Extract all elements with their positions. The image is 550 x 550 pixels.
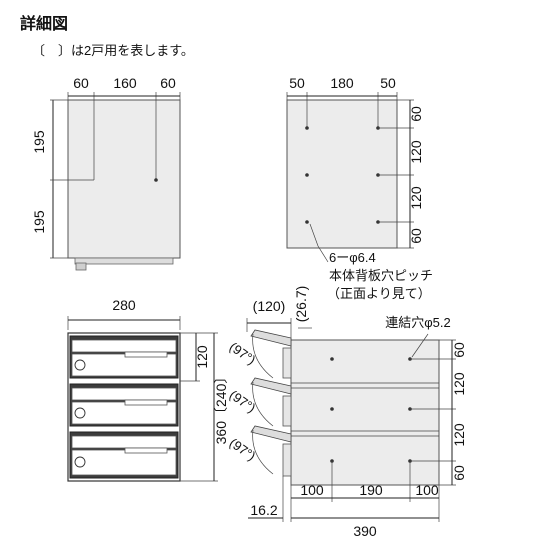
back-panel-body <box>286 99 398 249</box>
side-height-1: 60 <box>451 342 467 358</box>
front-height-bottom: 195 <box>31 210 47 234</box>
front-width-left: 60 <box>73 75 89 91</box>
front-view-base <box>74 257 174 265</box>
side-top-depth: (120) <box>253 298 286 314</box>
side-panel <box>290 339 440 486</box>
unit-width: 280 <box>112 297 136 313</box>
side-height-2: 120 <box>451 372 467 396</box>
side-bottom-offset: 16.2 <box>250 502 277 518</box>
side-bottom-1: 100 <box>300 482 324 498</box>
unit-side-view: (120) (26.7) (97°) (97°) (97°) 連結穴φ5.2 <box>227 286 467 539</box>
unit-compartment-height: 120 <box>194 345 210 369</box>
front-height-top: 195 <box>31 130 47 154</box>
hole-pitch-label: 本体背板穴ピッチ <box>329 268 433 283</box>
link-hole-label: 連結穴φ5.2 <box>385 315 451 330</box>
front-view: 60 160 60 195 195 <box>31 75 181 271</box>
back-panel-view: 50 180 50 60 120 120 60 6ーφ6.4 本体背板穴ピッチ … <box>286 75 433 301</box>
front-width-right: 60 <box>160 75 176 91</box>
side-height-3: 120 <box>451 423 467 447</box>
front-width-center: 160 <box>113 75 137 91</box>
mailbox-3 <box>69 431 179 479</box>
bracket-note: 〔 〕は2戸用を表します。 <box>32 43 194 58</box>
side-bottom-2: 190 <box>359 482 383 498</box>
side-bottom-total: 390 <box>353 523 377 539</box>
unit-total-height: 360〔240〕 <box>213 370 229 445</box>
page-title: 詳細図 <box>20 16 69 33</box>
front-view-foot <box>75 262 87 271</box>
back-height-3: 120 <box>408 186 424 210</box>
mailbox-1 <box>69 335 179 379</box>
back-hole <box>305 126 309 130</box>
back-width-center: 180 <box>330 75 354 91</box>
door-angle-2: (97°) <box>227 387 259 416</box>
front-hole-marker <box>154 178 158 182</box>
back-width-right: 50 <box>380 75 396 91</box>
back-height-2: 120 <box>408 140 424 164</box>
door-angle-3: (97°) <box>227 435 259 464</box>
back-hole <box>305 173 309 177</box>
back-width-left: 50 <box>289 75 305 91</box>
side-bottom-3: 100 <box>415 482 439 498</box>
front-view-body <box>67 99 181 259</box>
unit-front-view: 280 120 360〔240 <box>67 297 229 482</box>
back-hole <box>305 220 309 224</box>
back-height-1: 60 <box>408 106 424 122</box>
back-height-4: 60 <box>408 228 424 244</box>
hole-pitch-note: （正面より見て） <box>327 286 431 301</box>
side-height-4: 60 <box>451 465 467 481</box>
mailbox-2 <box>69 383 179 427</box>
side-top-offset: (26.7) <box>293 286 309 323</box>
door-angle-1: (97°) <box>227 339 259 368</box>
hole-spec-label: 6ーφ6.4 <box>329 250 376 265</box>
